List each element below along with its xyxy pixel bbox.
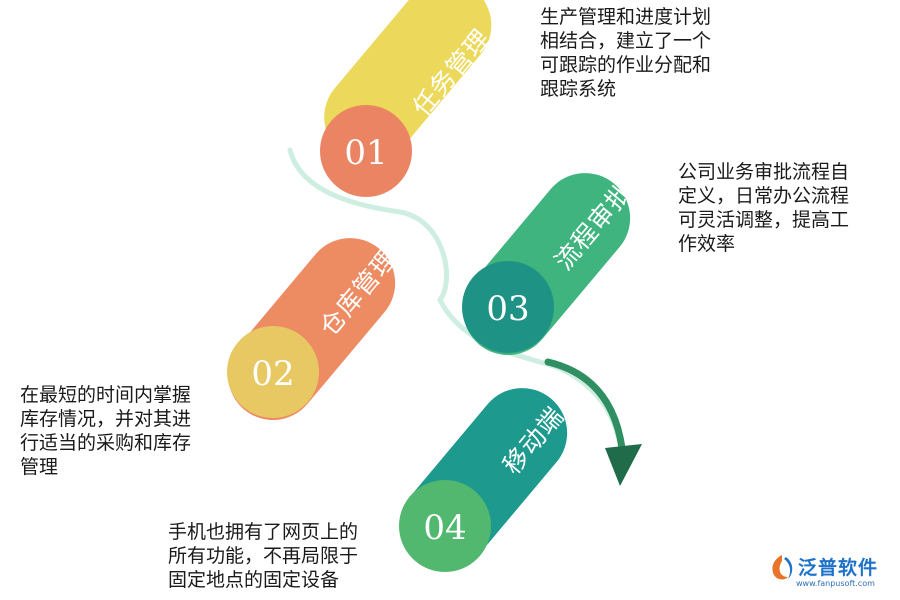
step-4-description: 手机也拥有了网页上的 所有功能，不再局限于 固定地点的固定设备 <box>168 521 359 591</box>
step-1-number: 01 <box>344 133 387 173</box>
logo-name: 泛普软件 <box>798 557 879 579</box>
step-3-circle <box>462 261 554 353</box>
step-3-number: 03 <box>486 289 529 329</box>
step-2-description: 在最短的时间内掌握 库存情况，并对其进 行适当的采购和库存 管理 <box>20 384 192 478</box>
step-1: 01 任务管理 <box>320 0 496 197</box>
brand-logo: 泛普软件 www.fanpusoft.com <box>768 551 896 595</box>
logo-mark-icon <box>772 555 793 580</box>
step-3: 03 流程审批 <box>462 173 638 355</box>
connector-arc <box>544 358 626 452</box>
step-1-description: 生产管理和进度计划 相结合，建立了一个 可跟踪的作业分配和 跟踪系统 <box>540 6 712 100</box>
step-1-circle <box>320 105 412 197</box>
connector-track <box>287 147 623 448</box>
arrow-head-icon <box>605 444 642 486</box>
step-2: 02 仓库管理 <box>227 238 403 420</box>
step-3-description: 公司业务审批流程自 定义，日常办公流程 可灵活调整，提高工 作效率 <box>678 161 850 255</box>
step-2-number: 02 <box>251 354 294 394</box>
step-4-number: 04 <box>423 508 466 548</box>
step-2-circle <box>227 326 319 418</box>
logo-url: www.fanpusoft.com <box>796 579 875 588</box>
step-4: 04 移动端 <box>399 388 570 572</box>
step-4-circle <box>399 480 491 572</box>
